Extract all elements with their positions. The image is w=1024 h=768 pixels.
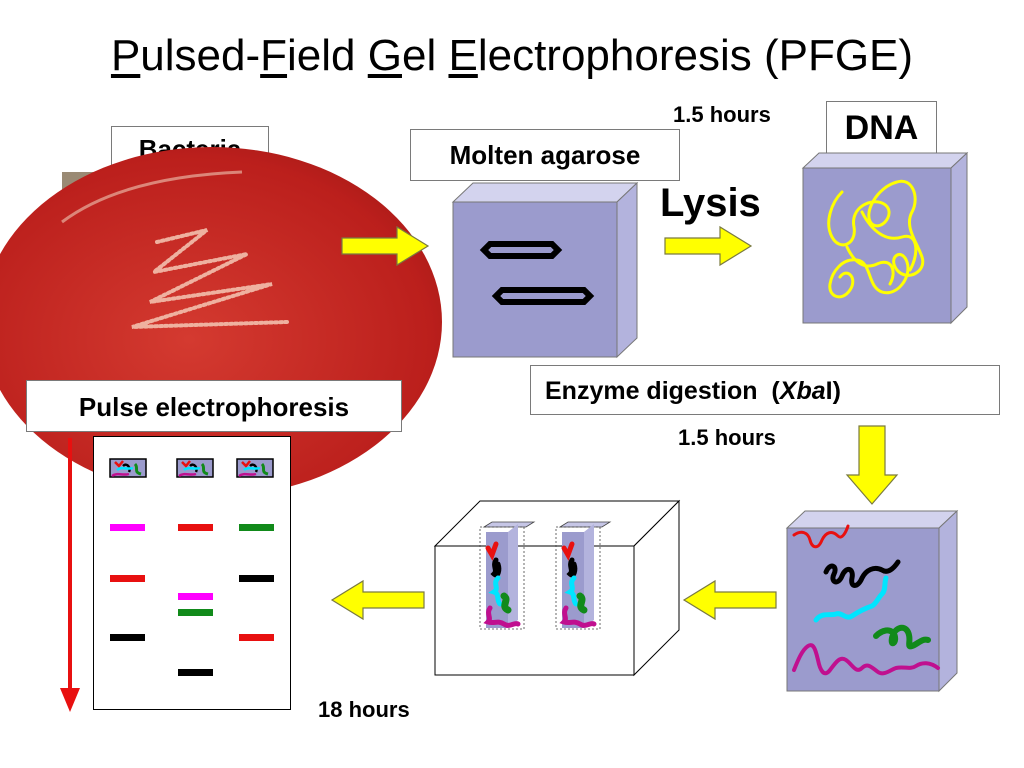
arrow-right-2 [664,225,753,267]
band-lane1-black [110,634,145,641]
band-lane2-green [178,609,213,616]
digestion-time-label: 1.5 hours [678,425,776,450]
pulse-electrophoresis-label-box: Pulse electrophoresis [26,380,402,432]
run-time-label: 18 hours [318,697,410,722]
gel-plug-2 [555,521,612,630]
plug-well-1 [479,241,563,259]
arrow-down [845,425,899,505]
dna-label-box: DNA [826,101,937,154]
band-lane1-red [110,575,145,582]
fragment-magenta [792,643,940,676]
lysis-time-label: 1.5 hours [673,102,771,127]
band-lane2-red [178,524,213,531]
enzyme-label-suffix: I) [825,377,841,405]
dna-block [801,151,969,325]
molten-agarose-label: Molten agarose [449,140,641,170]
pfge-gel-result [93,436,291,710]
molten-agarose-label-box: Molten agarose [410,129,680,181]
band-lane3-black [239,575,274,582]
dna-strand [827,179,925,299]
agarose-plug-block [451,181,639,359]
fragment-red [792,524,850,549]
lysis-label: Lysis [660,181,761,225]
dna-label: DNA [844,109,919,147]
enzyme-name-italic: Xba [779,377,826,405]
title-part-lectrophoresis: lectrophoresis (PFGE) [477,31,914,80]
band-lane3-green [239,524,274,531]
gel-plug-1 [479,521,536,630]
lane-2-well [176,458,214,478]
plug-well-2 [491,287,595,305]
bacteria-plate-image [0,147,442,497]
lane-1-well [109,458,147,478]
arrow-right-1 [341,225,430,267]
title-letter-e: E [448,31,478,80]
title-part-ulsed: ulsed- [140,31,261,80]
digested-dna-block [785,509,959,693]
fragment-cyan [813,575,889,623]
title-letter-f: F [260,31,288,80]
enzyme-digestion-label-box: Enzyme digestion (XbaI) [530,365,1000,415]
gel-with-plugs [433,499,681,677]
enzyme-label-prefix: Enzyme digestion ( [545,377,780,405]
band-lane2-black [178,669,213,676]
fragment-black [823,559,901,588]
title-part-ield: ield [287,31,368,80]
title-letter-g: G [367,31,402,80]
title-letter-p: P [110,31,141,80]
title-part-el: el [401,31,449,80]
page-title: Pulsed-Field Gel Electrophoresis (PFGE) [0,30,1024,82]
band-lane3-red [239,634,274,641]
fragment-green [873,624,931,650]
arrow-left-2 [330,579,425,621]
band-lane1-magenta [110,524,145,531]
pulse-electrophoresis-label: Pulse electrophoresis [78,392,350,422]
lane-3-well [236,458,274,478]
migration-direction-arrow [60,438,80,712]
band-lane2-magenta [178,593,213,600]
arrow-left-1 [682,579,777,621]
